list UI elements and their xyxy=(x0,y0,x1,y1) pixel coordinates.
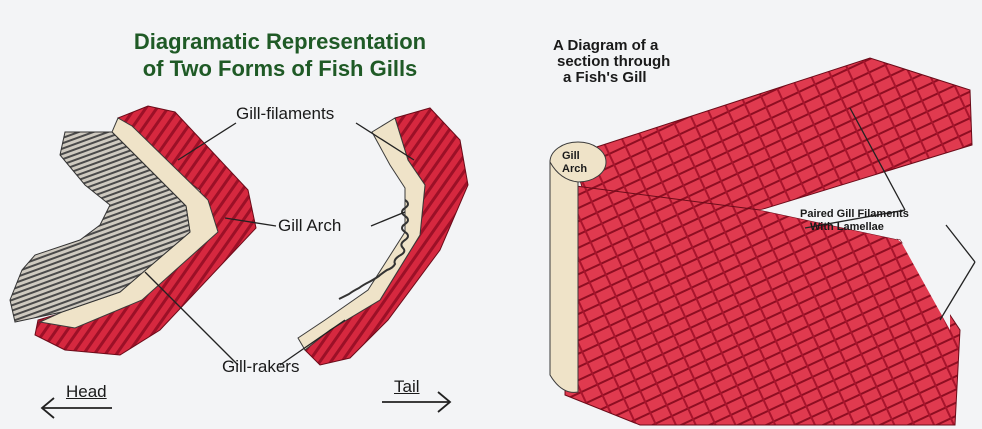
label-paired-line2: With Lamellae xyxy=(800,221,909,234)
left-title-line2: of Two Forms of Fish Gills xyxy=(100,55,460,82)
label-right-gill-arch-line1: Gill xyxy=(562,150,587,163)
label-paired-gill-filaments: Paired Gill Filaments With Lamellae xyxy=(800,208,909,234)
right-gill-arch-body xyxy=(550,162,578,392)
left-title-line1: Diagramatic Representation xyxy=(100,28,460,55)
label-gill-arch: Gill Arch xyxy=(278,216,341,236)
label-gill-rakers: Gill-rakers xyxy=(222,357,299,377)
label-paired-line1: Paired Gill Filaments xyxy=(800,208,909,221)
left-diagram-title: Diagramatic Representation of Two Forms … xyxy=(100,28,460,82)
label-tail: Tail xyxy=(394,377,420,397)
right-diagram-title: A Diagram of a section through a Fish's … xyxy=(553,38,753,86)
label-right-gill-arch-line2: Arch xyxy=(562,163,587,176)
label-gill-filaments: Gill-filaments xyxy=(236,104,334,124)
right-title-line3: a Fish's Gill xyxy=(553,70,753,86)
right-title-line1: A Diagram of a xyxy=(553,38,753,54)
label-head: Head xyxy=(66,382,107,402)
right-title-line2: section through xyxy=(553,54,753,70)
label-right-gill-arch: Gill Arch xyxy=(562,150,587,176)
